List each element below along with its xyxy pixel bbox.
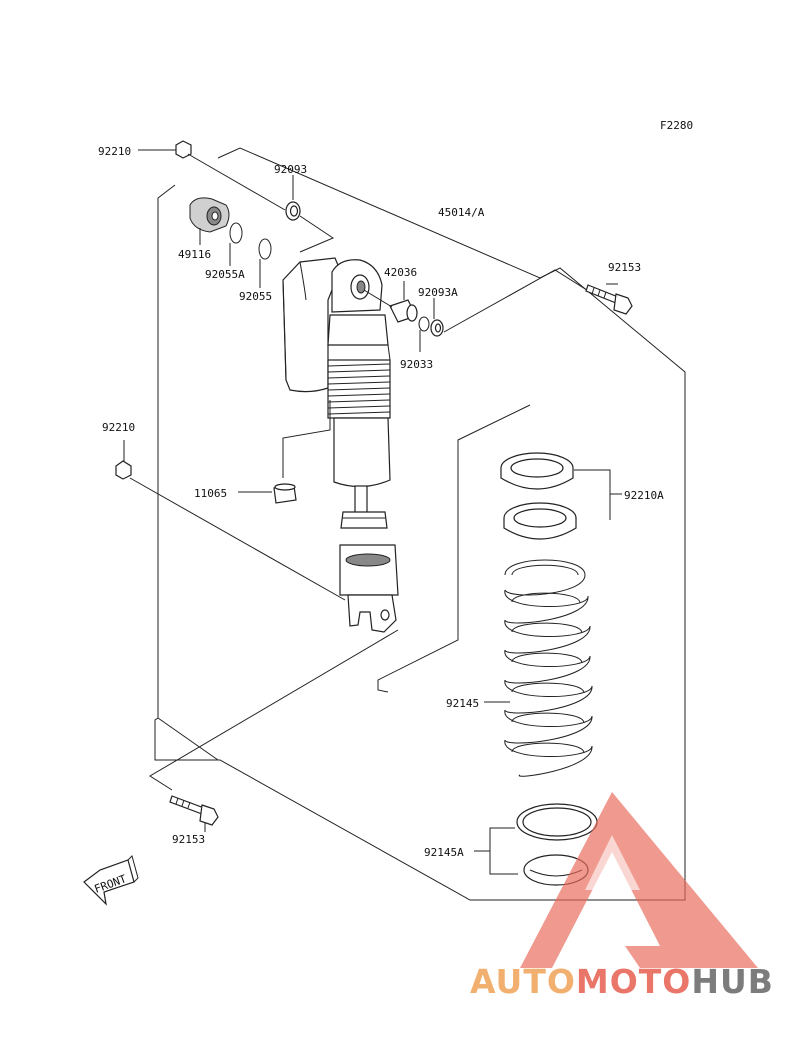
spring-frame: [377, 404, 531, 693]
collar-42036: 42036: [363, 266, 418, 323]
washer-92093: 92093: [274, 163, 335, 253]
leader-92153-top-path: [443, 269, 591, 333]
label-92210-top: 92210: [98, 145, 131, 158]
washer-92093a: 92093A: [418, 286, 458, 337]
shock-absorber-body: [282, 257, 399, 633]
watermark-logo-icon: [520, 792, 758, 968]
ring-92033: 92033: [400, 316, 433, 371]
top-nut-92210: 92210: [98, 140, 286, 211]
adjuster-nuts-92210a: 92210A: [500, 452, 664, 540]
bolt-92153-bottom: 92153: [169, 795, 219, 846]
label-92210-left: 92210: [102, 421, 135, 434]
automotohub-watermark: AUTOMOTOHUB: [470, 792, 774, 1001]
figure-code: F2280: [660, 119, 693, 132]
label-92093: 92093: [274, 163, 307, 176]
svg-text:AUTOMOTOHUB: AUTOMOTOHUB: [470, 962, 774, 1001]
label-92055: 92055: [239, 290, 272, 303]
label-92153-bottom: 92153: [172, 833, 205, 846]
label-92093a: 92093A: [418, 286, 458, 299]
ring-92055: 92055: [239, 238, 272, 303]
coil-spring-92145: 92145: [446, 559, 593, 777]
watermark-moto: MOTO: [576, 962, 691, 1001]
leader-92153-bottom-path: [149, 629, 399, 791]
label-92145: 92145: [446, 697, 479, 710]
label-11065: 11065: [194, 487, 227, 500]
nut-92210-left: 92210: [102, 421, 346, 601]
front-direction-arrow: FRONT: [83, 855, 139, 906]
watermark-auto: AUTO: [470, 962, 576, 1001]
assembly-frame: [154, 147, 686, 901]
label-92145a: 92145A: [424, 846, 464, 859]
bushing-49116: 49116: [178, 197, 230, 261]
label-92210a: 92210A: [624, 489, 664, 502]
label-92153-top: 92153: [608, 261, 641, 274]
label-42036: 42036: [384, 266, 417, 279]
label-49116: 49116: [178, 248, 211, 261]
ring-92055a: 92055A: [205, 222, 245, 281]
label-45014-a: 45014/A: [438, 206, 485, 219]
label-92055a: 92055A: [205, 268, 245, 281]
shock-thread-lines: [327, 363, 391, 415]
cap-11065: 11065: [194, 483, 297, 504]
label-92033: 92033: [400, 358, 433, 371]
watermark-hub: HUB: [691, 962, 774, 1001]
bolt-92153-top: 92153: [585, 261, 641, 315]
leader-11065: [282, 400, 331, 478]
